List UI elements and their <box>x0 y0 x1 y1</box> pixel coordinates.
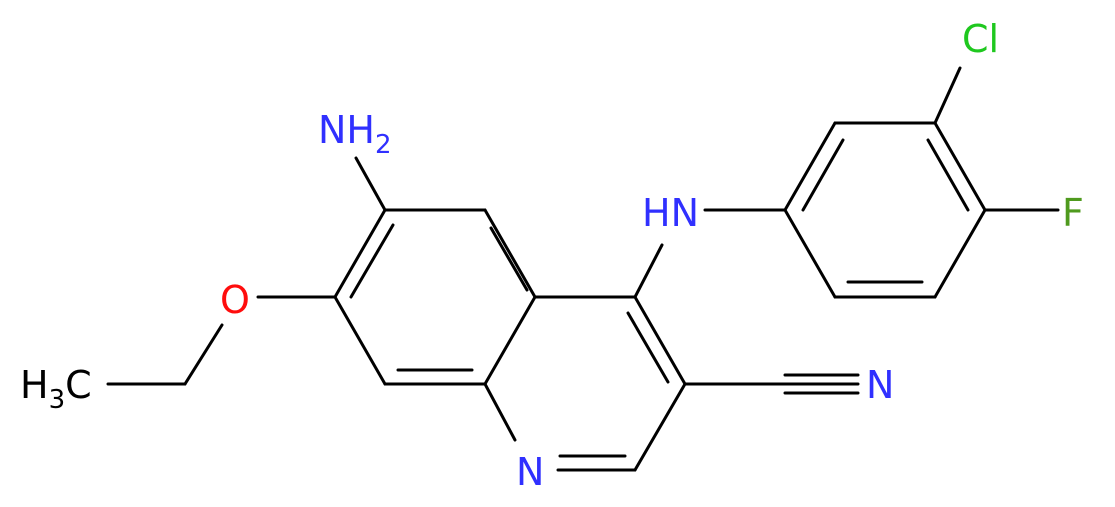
bond-c4-c3-inner <box>626 311 670 384</box>
bond-c4-nh <box>633 243 664 299</box>
bond-c5-c4a <box>483 208 537 299</box>
bond-c4a-c8a <box>483 295 537 386</box>
nh2-main: NH <box>318 108 375 152</box>
nh2-subscript: 2 <box>375 130 392 160</box>
f-label: F <box>1062 191 1084 235</box>
cl-label: Cl <box>962 17 999 61</box>
bond-n1-c8a <box>483 382 517 442</box>
bond-c5-c4a-inner <box>489 226 529 292</box>
bond-ar3-ar4-inner <box>926 138 970 212</box>
nh2-label: NH2 <box>318 108 392 160</box>
bond-ar3-cl <box>933 66 962 125</box>
bond-ar3-ar4 <box>933 121 987 212</box>
o-label: O <box>220 278 250 322</box>
ch3-subscript: 3 <box>49 385 66 415</box>
bond-c7-c6-inner <box>349 223 395 299</box>
bond-ar4-ar5 <box>933 208 987 299</box>
bond-c7-c6 <box>333 208 387 299</box>
bond-ar6-ar1 <box>783 208 837 299</box>
bond-c8-c7 <box>333 295 387 386</box>
bonds <box>106 66 1060 472</box>
nitrile-n-label: N <box>866 363 894 407</box>
ch3-c: C <box>65 363 92 407</box>
atom-labels: NH2 HN Cl F O H3C N N <box>20 17 1084 494</box>
bond-c6-nh2 <box>354 156 387 212</box>
ch3-h: H <box>20 363 49 407</box>
bond-c3-c2 <box>633 382 687 472</box>
bond-ar1-ar2-inner <box>801 138 845 212</box>
ring-n-label: N <box>516 450 544 494</box>
bond-o-ch2 <box>183 323 224 386</box>
ch3-label: H3C <box>20 363 92 415</box>
bond-ar1-ar2 <box>783 121 837 212</box>
hn-label: HN <box>642 191 699 235</box>
bond-c4-c3 <box>633 295 687 386</box>
